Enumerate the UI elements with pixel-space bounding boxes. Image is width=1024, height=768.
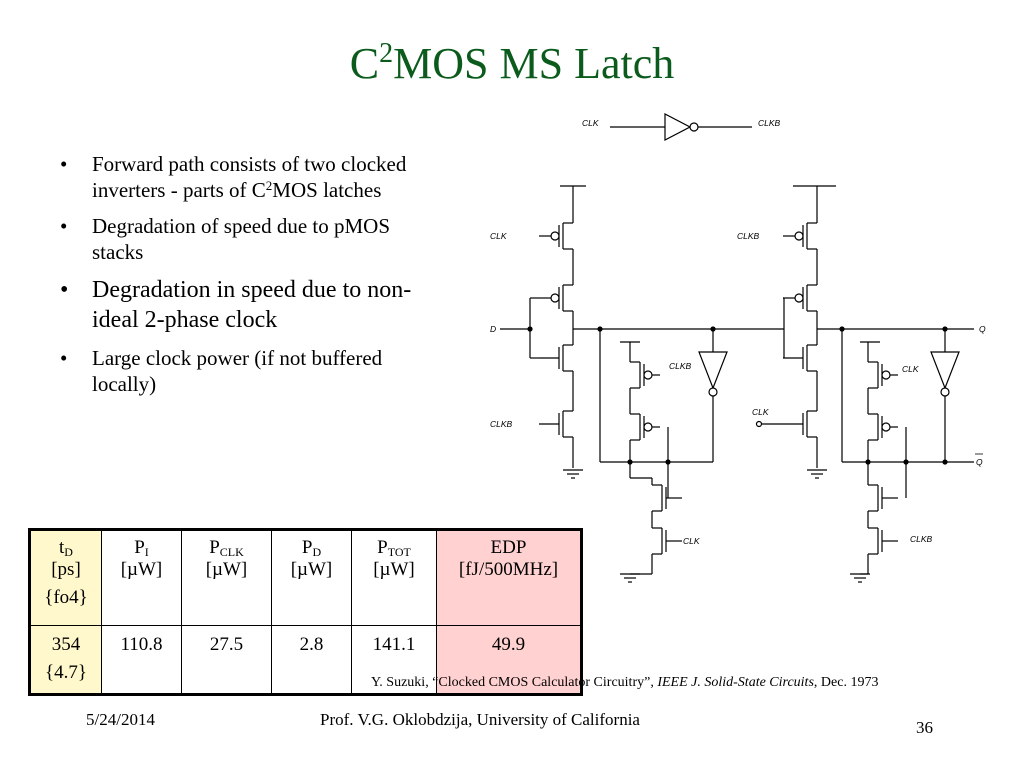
- slide-title: C2MOS MS Latch: [349, 38, 675, 88]
- label-clk-stage1-p: CLK: [490, 231, 507, 241]
- header-edp: EDP[fJ/500MHz]: [436, 529, 582, 626]
- page-number: 36: [916, 718, 933, 737]
- cell-pclk: 27.5: [181, 625, 272, 695]
- header-ptot: PTOT[µW]: [351, 529, 437, 626]
- bullet-forward-path: Forward path consists of two clocked inv…: [56, 151, 426, 203]
- header-pd: PD[µW]: [271, 529, 352, 626]
- label-clkb-keeper2: CLKB: [910, 534, 933, 544]
- label-d-input: D: [490, 324, 496, 334]
- bullet-pmos-stacks: Degradation of speed due to pMOS stacks: [56, 213, 426, 265]
- latch-schematic: CLK CLKB CLK CLKB D CLKB CLK CLKB CLK CL…: [490, 113, 986, 583]
- performance-table: tD[ps]{fo4} PI[µW] PCLK[µW] PD[µW] PTOT[…: [28, 528, 583, 696]
- table-header-row: tD[ps]{fo4} PI[µW] PCLK[µW] PD[µW] PTOT[…: [29, 529, 582, 626]
- footer-date: 5/24/2014: [86, 710, 155, 729]
- cell-pd: 2.8: [271, 625, 352, 695]
- header-td: tD[ps]{fo4}: [29, 529, 102, 626]
- label-clkb-stage2-p: CLKB: [737, 231, 760, 241]
- label-clkb-keeper1: CLKB: [669, 361, 692, 371]
- bullet-list: Forward path consists of two clocked inv…: [56, 151, 426, 407]
- bullet-two-phase-clock: Degradation in speed due to non-ideal 2-…: [56, 275, 426, 335]
- label-clk-stage2-n: CLK: [752, 407, 769, 417]
- table-row: 354{4.7} 110.8 27.5 2.8 141.1 49.9: [29, 625, 582, 695]
- label-qbar-output: Q: [976, 457, 983, 467]
- label-clkb-out: CLKB: [758, 118, 781, 128]
- label-clk-in: CLK: [582, 118, 599, 128]
- bullet-clock-power: Large clock power (if not buffered local…: [56, 345, 426, 397]
- label-clk-keeper1: CLK: [683, 536, 700, 546]
- cell-td: 354{4.7}: [29, 625, 102, 695]
- label-q-output: Q: [979, 324, 986, 334]
- cell-ptot: 141.1: [351, 625, 437, 695]
- footer-author: Prof. V.G. Oklobdzija, University of Cal…: [320, 710, 640, 729]
- label-clk-keeper2: CLK: [902, 364, 919, 374]
- label-clkb-stage1-n: CLKB: [490, 419, 513, 429]
- header-pclk: PCLK[µW]: [181, 529, 272, 626]
- cell-pi: 110.8: [101, 625, 182, 695]
- header-pi: PI[µW]: [101, 529, 182, 626]
- citation: Y. Suzuki, “Clocked CMOS Calculator Circ…: [371, 675, 879, 690]
- cell-edp: 49.9: [436, 625, 582, 695]
